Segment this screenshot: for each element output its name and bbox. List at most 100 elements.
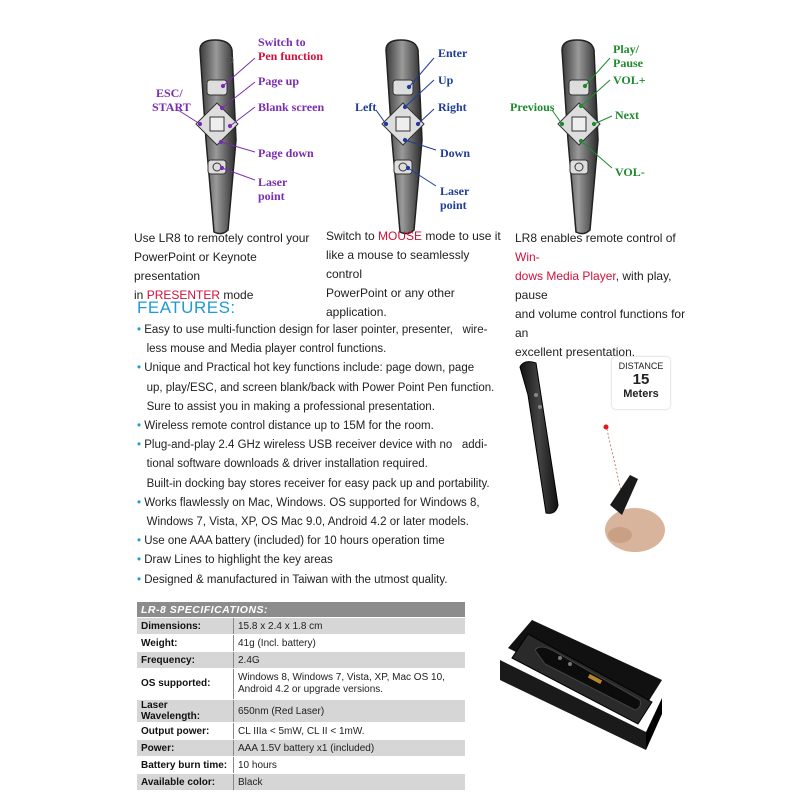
caption-highlight: Win- <box>515 250 540 264</box>
feature-text: less mouse and Media player control func… <box>137 343 387 356</box>
specs-table: LR-8 SPECIFICATIONS: Dimensions:15.8 x 2… <box>137 602 465 791</box>
spec-value: 41g (Incl. battery) <box>233 634 465 652</box>
features-list: • Easy to use multi-function design for … <box>137 321 497 590</box>
bullet-icon: • <box>137 439 142 452</box>
spec-key: Available color: <box>137 773 234 791</box>
remote-diagrams <box>177 39 613 235</box>
feature-line: less mouse and Media player control func… <box>137 340 497 359</box>
caption-text: Switch to <box>326 229 379 243</box>
features-title: FEATURES: <box>137 298 236 317</box>
caption-line: excellent presentation. <box>515 345 636 359</box>
caption-text: , with play, pause <box>515 269 672 302</box>
spec-key: Weight: <box>137 634 234 652</box>
caption-line: dows Media Player, with play, pause <box>515 267 700 305</box>
label-blank-screen: Blank screen <box>258 100 325 114</box>
remote-illustration-media <box>551 39 613 235</box>
feature-text: Easy to use multi-function design for la… <box>141 324 488 336</box>
feature-line: Built-in docking bay stores receiver for… <box>137 475 497 494</box>
caption-highlight: PRESENTER <box>146 288 221 302</box>
table-row: Frequency:2.4G <box>137 651 465 669</box>
feature-line: • Unique and Practical hot key functions… <box>137 359 497 378</box>
caption-line: in PRESENTER mode <box>134 286 314 305</box>
feature-line: • Draw Lines to highlight the key areas <box>137 551 497 570</box>
feature-line: • Works flawlessly on Mac, Windows. OS s… <box>137 494 497 513</box>
label-previous: Previous <box>510 100 555 114</box>
table-row: OS supported:Windows 8, Windows 7, Vista… <box>137 668 465 700</box>
caption-line: like a mouse to seamlessly control <box>326 248 470 281</box>
table-row: Laser Wavelength:650nm (Red Laser) <box>137 699 465 723</box>
label-play: Play/ <box>613 42 639 56</box>
feature-text: up, play/ESC, and screen blank/back with… <box>137 381 495 394</box>
table-row: Weight:41g (Incl. battery) <box>137 634 465 652</box>
caption-text: mode <box>220 288 254 302</box>
distance-value: 15 <box>632 371 650 388</box>
feature-line: up, play/ESC, and screen blank/back with… <box>137 379 497 398</box>
bullet-icon: • <box>137 496 142 509</box>
spec-value: 2.4G <box>233 651 465 669</box>
caption-text: mode to use it <box>422 229 501 243</box>
label-down: Down <box>440 146 471 160</box>
bullet-icon: • <box>137 420 142 433</box>
caption-highlight: dows Media Player <box>515 269 616 283</box>
spec-key: Output power: <box>137 722 234 740</box>
pointer-lines <box>375 57 437 187</box>
label-point: point <box>440 198 467 212</box>
distance-badge: DISTANCE 15 Meters <box>612 357 670 409</box>
bullet-icon: • <box>137 573 142 586</box>
spec-key: Frequency: <box>137 651 234 669</box>
label-vol-minus: VOL- <box>615 165 645 179</box>
label-laser: Laser <box>440 184 470 198</box>
spec-key: Laser Wavelength: <box>137 699 234 723</box>
caption-line: PowerPoint or any other application. <box>326 286 455 319</box>
label-next: Next <box>615 108 639 122</box>
spec-value: 15.8 x 2.4 x 1.8 cm <box>233 617 465 635</box>
label-pen-function: Pen function <box>258 49 324 63</box>
feature-text: Draw Lines to highlight the key areas <box>141 554 333 567</box>
caption-media: LR8 enables remote control of Win- dows … <box>515 229 700 362</box>
spec-value: Black <box>233 773 465 791</box>
spec-value: 10 hours <box>233 756 465 774</box>
feature-line: • Easy to use multi-function design for … <box>137 321 497 340</box>
feature-text: Windows 7, Vista, XP, OS Mac 9.0, Androi… <box>137 516 469 529</box>
bullet-icon: • <box>137 535 142 548</box>
caption-line: LR8 enables remote control of Win- <box>515 229 700 267</box>
feature-text: Sure to assist you in making a professio… <box>137 400 435 413</box>
label-start: START <box>152 100 191 114</box>
distance-unit: Meters <box>623 388 659 400</box>
distance-label: DISTANCE <box>618 361 664 371</box>
caption-highlight: MOUSE <box>378 229 423 243</box>
spec-value: 650nm (Red Laser) <box>233 699 465 723</box>
spec-key: Power: <box>137 739 234 757</box>
table-row: Output power:CL IIIa < 5mW, CL II < 1mW. <box>137 722 465 740</box>
caption-line: Switch to MOUSE mode to use it <box>326 227 506 246</box>
label-esc: ESC/ <box>156 86 183 100</box>
spec-key: Battery burn time: <box>137 756 234 774</box>
spec-value: Windows 8, Windows 7, Vista, XP, Mac OS … <box>233 668 465 700</box>
feature-text: Use one AAA battery (included) for 10 ho… <box>141 535 445 548</box>
label-up: Up <box>438 73 454 87</box>
product-photo-laser <box>519 361 665 552</box>
caption-line: and volume control functions for an <box>515 307 686 340</box>
feature-line: tional software downloads & driver insta… <box>137 455 497 474</box>
label-pause: Pause <box>613 56 643 70</box>
spec-key: Dimensions: <box>137 617 234 635</box>
feature-line: • Use one AAA battery (included) for 10 … <box>137 532 497 551</box>
caption-text: LR8 enables remote control of <box>515 231 676 245</box>
bullet-icon: • <box>137 554 142 567</box>
feature-text: Works flawlessly on Mac, Windows. OS sup… <box>141 496 480 509</box>
table-row: Available color:Black <box>137 773 465 791</box>
label-vol-plus: VOL+ <box>613 73 646 87</box>
feature-text: Wireless remote control distance up to 1… <box>141 420 434 433</box>
caption-line: Use LR8 to remotely control your <box>134 231 310 245</box>
feature-text: Built-in docking bay stores receiver for… <box>137 477 490 490</box>
label-left: Left <box>355 100 377 114</box>
remote-illustration-mouse <box>375 39 437 235</box>
label-point: point <box>258 189 285 203</box>
label-right: Right <box>438 100 467 114</box>
feature-line: Sure to assist you in making a professio… <box>137 398 497 417</box>
caption-presenter: Use LR8 to remotely control your PowerPo… <box>134 229 314 305</box>
bullet-icon: • <box>137 324 142 336</box>
caption-mouse: Switch to MOUSE mode to use it like a mo… <box>326 227 506 322</box>
feature-line: Windows 7, Vista, XP, OS Mac 9.0, Androi… <box>137 513 497 532</box>
table-row: Dimensions:15.8 x 2.4 x 1.8 cm <box>137 617 465 635</box>
